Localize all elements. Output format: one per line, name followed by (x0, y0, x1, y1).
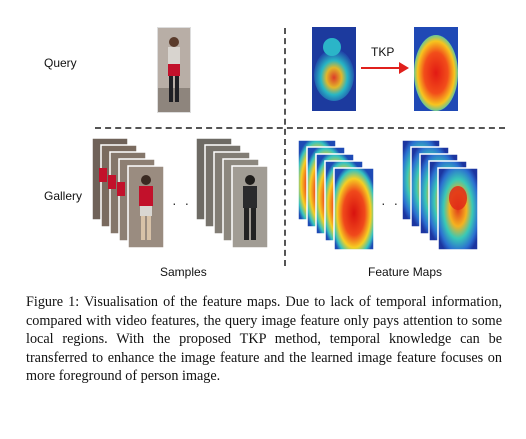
tkp-arrow-icon (361, 61, 409, 75)
feature-maps-column-label: Feature Maps (368, 265, 443, 279)
query-person-image (157, 27, 191, 113)
query-feature-map-after (414, 27, 458, 111)
tkp-arrow-label: TKP (371, 45, 395, 59)
samples-ellipsis: · · · (172, 195, 204, 211)
gallery-row-label: Gallery (44, 189, 83, 203)
samples-column-label: Samples (160, 265, 207, 279)
gallery-samples-stack-right (195, 137, 270, 250)
vertical-divider (284, 28, 286, 266)
gallery-feature-maps-stack-right (401, 139, 482, 252)
query-feature-map-before (312, 27, 356, 111)
gallery-feature-maps-stack-left (297, 139, 378, 252)
gallery-samples-stack-left (91, 137, 166, 250)
query-row-label: Query (44, 56, 77, 70)
figure-caption: Figure 1: Visualisation of the feature m… (26, 294, 502, 385)
horizontal-divider (95, 127, 505, 129)
